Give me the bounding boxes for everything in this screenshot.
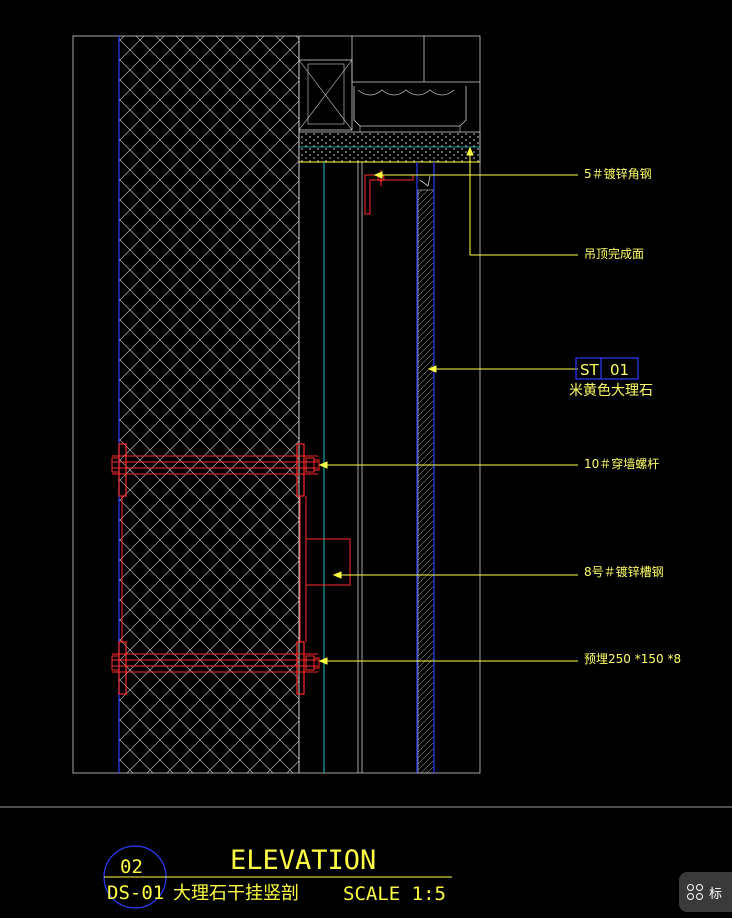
- title-code: DS-01: [107, 882, 164, 904]
- marble-panel: [417, 162, 435, 774]
- ceiling-structure: [298, 36, 481, 163]
- label-angle-steel: 5＃镀锌角钢: [584, 167, 652, 181]
- label-embedded-plate: 预埋250 *150 *8: [584, 652, 681, 666]
- title-description: 大理石干挂竖剖: [173, 883, 299, 904]
- wall-bolt-lower: [111, 641, 320, 695]
- material-tag-number: 01: [610, 361, 629, 379]
- wall-bolt-upper: [111, 443, 320, 497]
- label-wall-bolt: 10＃穿墙螺杆: [584, 456, 659, 471]
- grid-apps-icon: [687, 884, 703, 900]
- channel-steel-section: [305, 538, 351, 586]
- leader-lines: [318, 146, 578, 665]
- floating-tool-button[interactable]: 标: [679, 872, 732, 912]
- label-ceiling-finish: 吊顶完成面: [584, 246, 644, 261]
- title-scale: SCALE 1:5: [343, 883, 446, 905]
- material-tag-box: [575, 357, 639, 380]
- label-channel-steel: 8号＃镀锌槽钢: [584, 565, 664, 579]
- label-marble: 米黄色大理石: [569, 382, 653, 399]
- title-elevation: ELEVATION: [230, 845, 376, 876]
- material-tag-code: ST: [580, 361, 600, 379]
- title-block: [103, 845, 452, 909]
- vertical-keel-lines: [323, 162, 418, 773]
- floating-tool-label: 标: [709, 886, 723, 902]
- title-number: 02: [120, 856, 143, 878]
- concrete-wall: [118, 36, 300, 773]
- angle-steel-bracket: [364, 170, 414, 215]
